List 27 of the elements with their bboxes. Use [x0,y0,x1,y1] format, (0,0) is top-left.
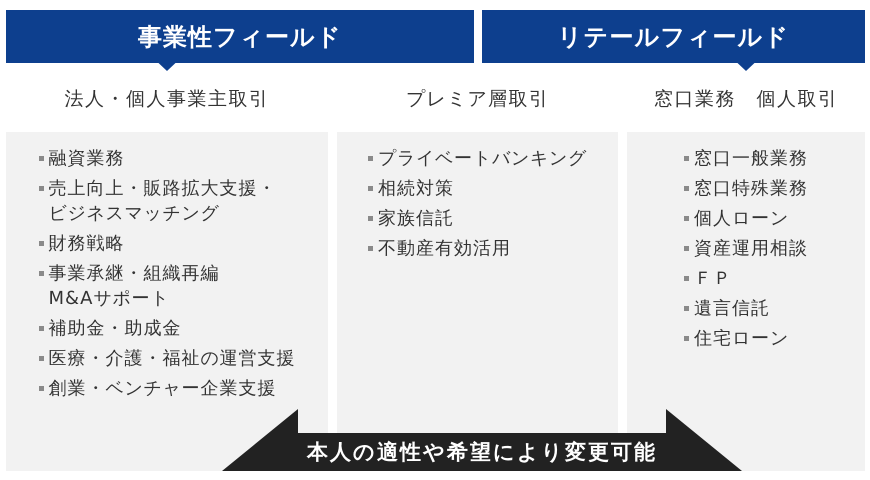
list-item-text: 事業承継・組織再編M&Aサポート [48,262,220,311]
list-item-text: ＦＰ [694,267,732,291]
list-item-text: 窓口特殊業務 [694,177,808,201]
column-heading: 窓口業務 個人取引 [654,87,838,112]
list-item-text: プライベートバンキング [378,147,587,171]
list-item-text: 家族信託 [378,207,454,231]
list-item-text: 医療・介護・福祉の運営支援 [48,347,296,371]
column-heading: プレミア層取引 [406,87,550,112]
list-item-text: 個人ローン [694,207,789,231]
list-item-text: 相続対策 [378,177,454,201]
list-item-text: 創業・ベンチャー企業支援 [48,377,276,401]
banner [482,10,865,71]
list-item-text: 窓口一般業務 [694,147,808,171]
list-item-text: 住宅ローン [694,327,789,351]
band-text: 本人の適性や希望により変更可能 [307,439,657,466]
list-item-text: 補助金・助成金 [48,317,182,341]
list-item-text: 遺言信託 [694,297,770,321]
column-heading: 法人・個人事業主取引 [64,87,270,112]
list-item-text: 資産運用相談 [694,237,808,261]
banner-title: リテールフィールド [558,22,790,52]
list-item-text: 融資業務 [48,147,124,171]
list-item-text: 売上向上・販路拡大支援・ビジネスマッチング [48,177,278,226]
list-item-text: 財務戦略 [48,232,124,256]
arrow-band [222,409,742,471]
banner [6,10,474,71]
banner-title: 事業性フィールド [138,22,342,52]
list-item-text: 不動産有効活用 [378,237,511,261]
